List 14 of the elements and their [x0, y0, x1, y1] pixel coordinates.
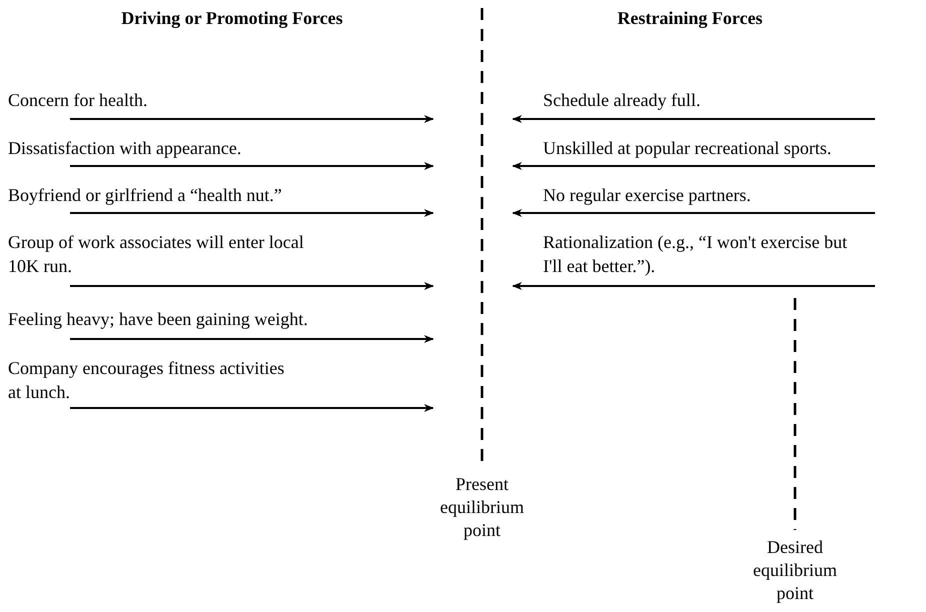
force-label: Feeling heavy; have been gaining weight.: [8, 308, 309, 331]
force-label: Boyfriend or girlfriend a “health nut.”: [8, 184, 283, 207]
force-label: Rationalization (e.g., “I won't exercise but I'll eat better.”).: [543, 231, 848, 278]
force-label: Unskilled at popular recreational sports.: [543, 137, 832, 160]
equilibrium-label: Desired equilibrium point: [752, 536, 838, 605]
equilibrium-label: Present equilibrium point: [439, 473, 525, 542]
column-heading: Driving or Promoting Forces: [120, 7, 344, 30]
force-label: Company encourages fitness activities at lunch.: [8, 357, 286, 404]
force-label: Concern for health.: [8, 89, 148, 112]
force-label: Schedule already full.: [543, 89, 702, 112]
force-label: Group of work associates will enter local 10K run.: [8, 231, 305, 278]
force-label: No regular exercise partners.: [543, 184, 752, 207]
force-label: Dissatisfaction with appearance.: [8, 137, 242, 160]
column-heading: Restraining Forces: [616, 7, 764, 30]
